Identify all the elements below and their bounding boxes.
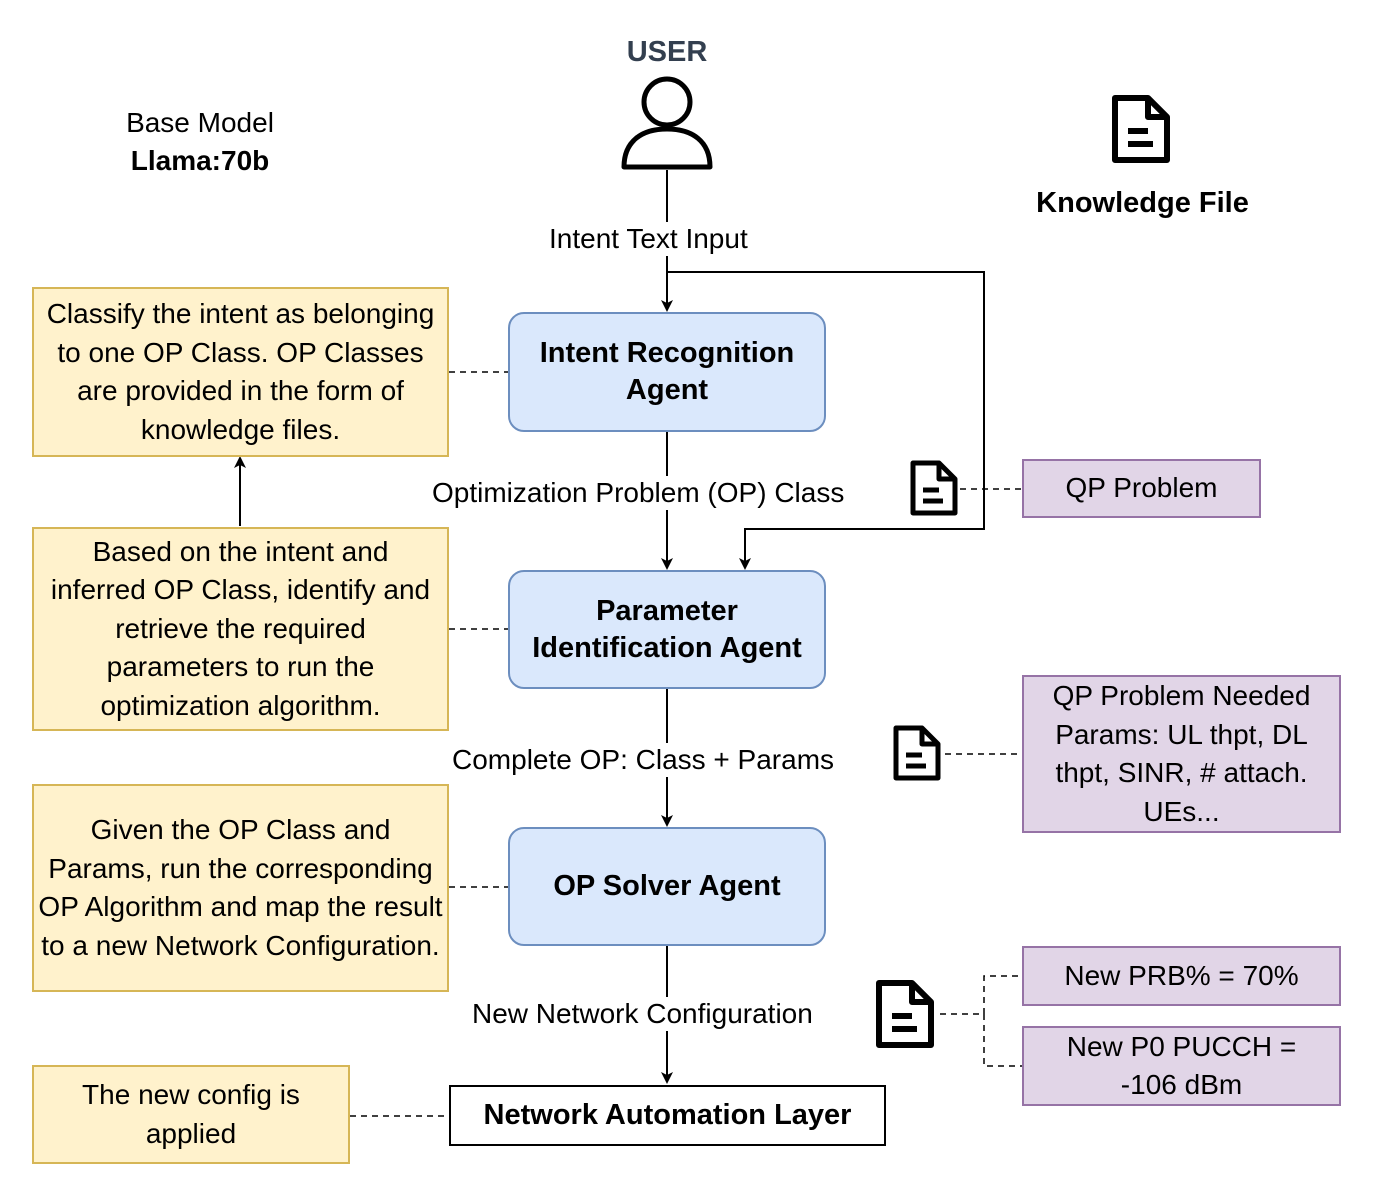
document-icon [876, 980, 934, 1048]
network-automation-layer-label: Network Automation Layer [483, 1099, 852, 1131]
link-new-config [940, 975, 1022, 1015]
note-config-applied-text: The new config is applied [82, 1079, 300, 1149]
note-identify-params: Based on the intent and inferred OP Clas… [32, 527, 449, 731]
new-p0-pucch-box: New P0 PUCCH = -106 dBm [1022, 1026, 1341, 1106]
note-identify-params-text: Based on the intent and inferred OP Clas… [50, 535, 431, 721]
needed-params-box: QP Problem Needed Params: UL thpt, DL th… [1022, 675, 1341, 833]
user-icon [621, 76, 713, 170]
knowledge-file-label: Knowledge File [1036, 187, 1249, 219]
document-icon [1112, 95, 1170, 163]
qp-problem-text: QP Problem [1065, 472, 1218, 504]
new-prb-text: New PRB% = 70% [1064, 959, 1299, 991]
complete-op-label: Complete OP: Class + Params [449, 743, 838, 777]
qp-problem-box: QP Problem [1022, 459, 1261, 518]
edge-bypass-to-param [667, 271, 985, 570]
op-class-label: Optimization Problem (OP) Class [429, 476, 848, 510]
note-run-solver-text: Given the OP Class and Params, run the c… [38, 814, 443, 961]
link-new-config-p0 [983, 1014, 1022, 1067]
new-config-label: New Network Configuration [469, 997, 816, 1031]
note-config-applied: The new config is applied [32, 1065, 350, 1164]
intent-recognition-agent: Intent Recognition Agent [508, 312, 826, 432]
note-classify-intent-text: Classify the intent as belonging to one … [46, 298, 435, 445]
op-solver-agent-label: OP Solver Agent [553, 870, 781, 902]
user-label: USER [626, 36, 708, 68]
needed-params-text: QP Problem Needed Params: UL thpt, DL th… [1052, 680, 1311, 827]
intent-recognition-agent-label: Intent Recognition Agent [539, 337, 795, 406]
network-automation-layer: Network Automation Layer [449, 1085, 886, 1146]
base-model-label: Base Model [126, 107, 274, 138]
op-solver-agent: OP Solver Agent [508, 827, 826, 946]
note-run-solver: Given the OP Class and Params, run the c… [32, 784, 449, 992]
base-model-value: Llama:70b [130, 145, 270, 176]
new-p0-pucch-text: New P0 PUCCH = -106 dBm [1066, 1030, 1297, 1101]
parameter-identification-agent: Parameter Identification Agent [508, 570, 826, 689]
document-icon [893, 725, 941, 781]
note-classify-intent: Classify the intent as belonging to one … [32, 287, 449, 457]
new-prb-box: New PRB% = 70% [1022, 946, 1341, 1006]
document-icon [910, 460, 958, 516]
parameter-identification-agent-label: Parameter Identification Agent [532, 594, 802, 664]
intent-input-label: Intent Text Input [546, 222, 751, 256]
